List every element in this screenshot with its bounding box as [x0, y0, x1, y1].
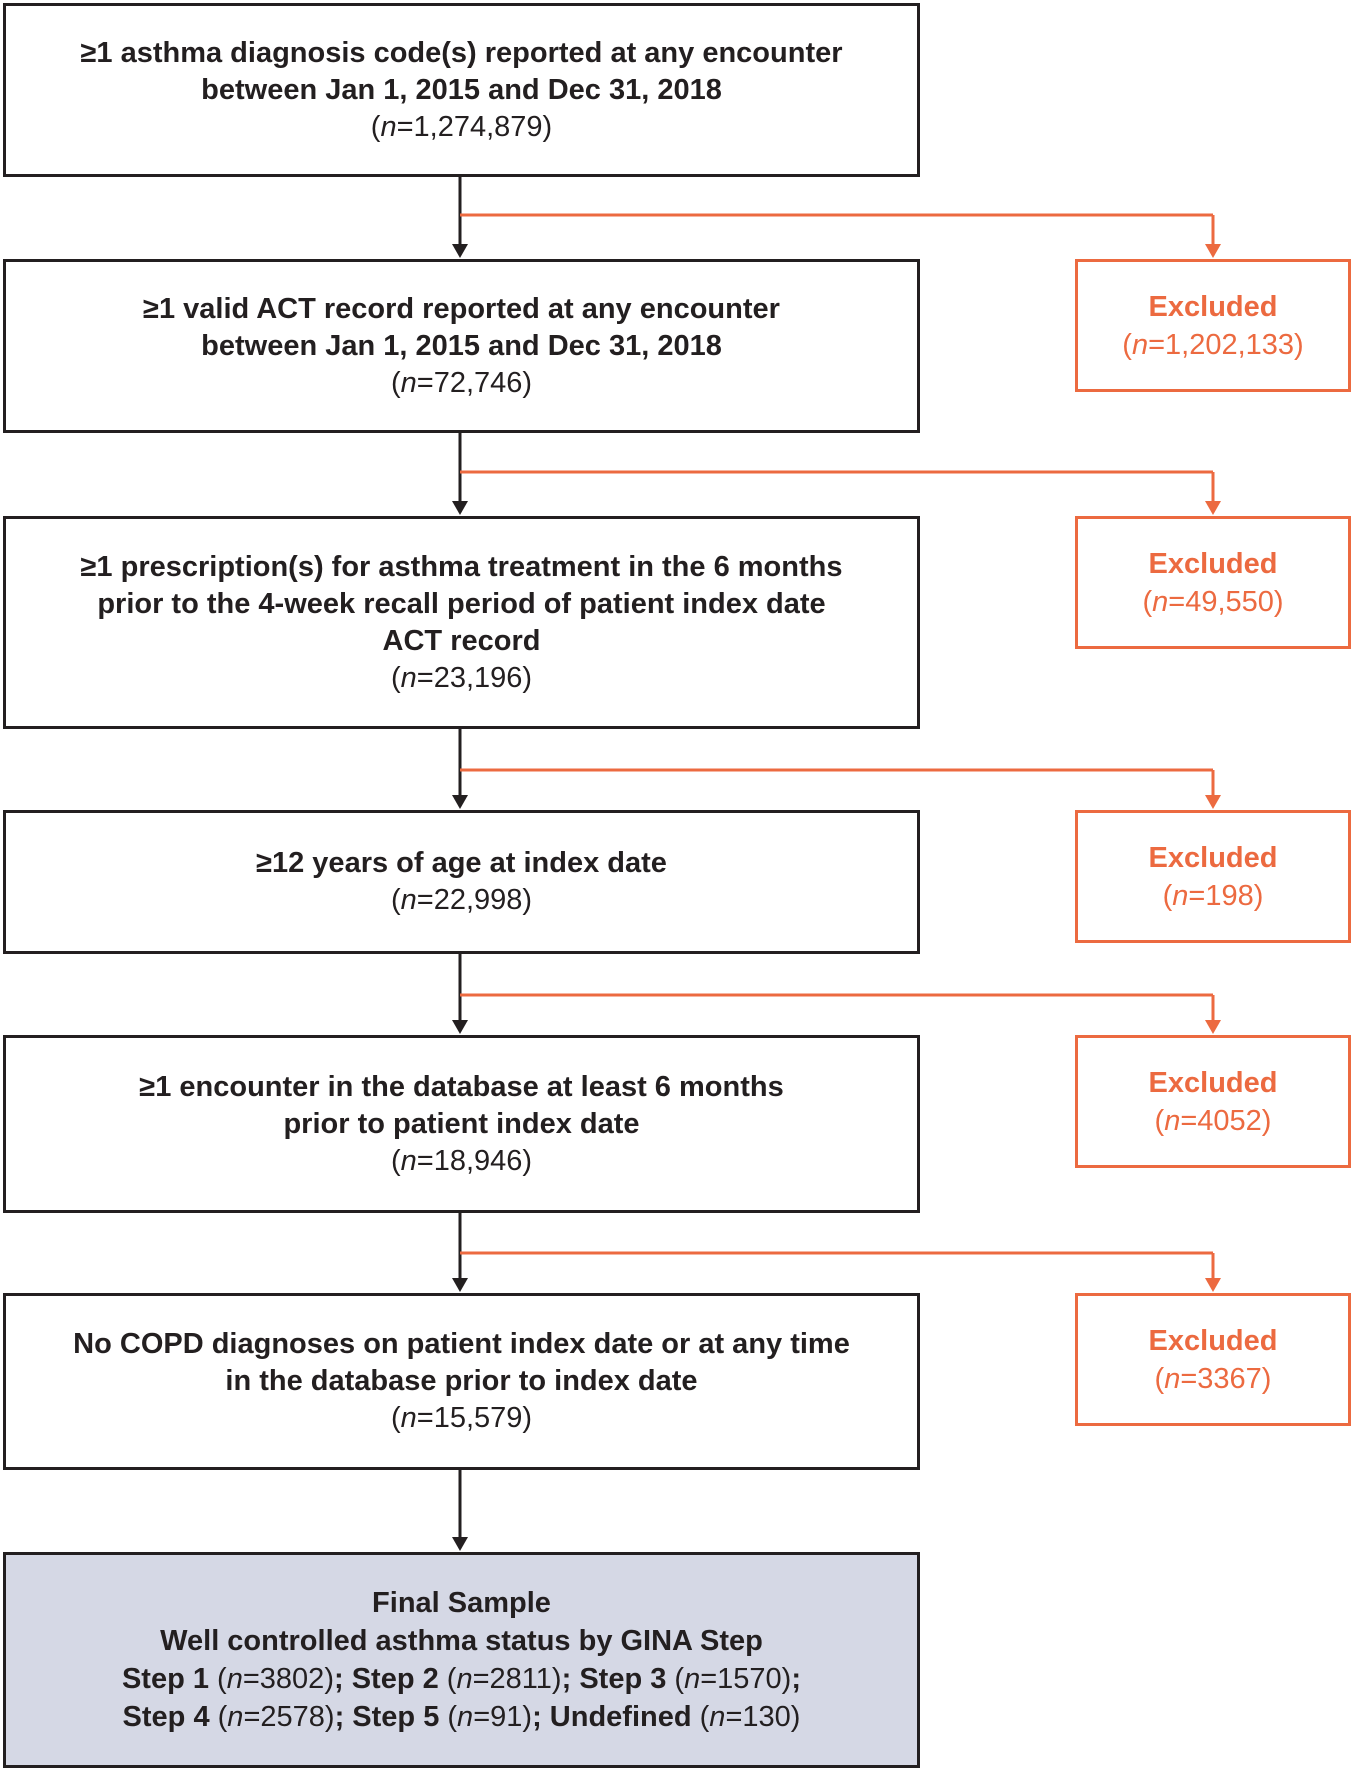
step-5-n: 18,946 [433, 1144, 523, 1177]
n-symbol: n [400, 366, 417, 399]
n-symbol: n [226, 1663, 243, 1695]
n-symbol: n [400, 661, 417, 694]
n-symbol: n [457, 1701, 474, 1733]
n-symbol: n [456, 1663, 473, 1695]
excluded-box-3: Excluded (n=198) [1075, 810, 1351, 943]
n-symbol: n [400, 1402, 417, 1434]
final-title: Final Sample [372, 1587, 551, 1619]
n-symbol: n [380, 110, 397, 143]
step-6-count: (n=15,579) [390, 1402, 533, 1434]
excluded-count: (n=4052) [1154, 1104, 1272, 1137]
flow-arrowhead [452, 501, 468, 515]
step-3-line-2: prior to the 4-week recall period of pat… [97, 587, 826, 620]
exclusion-arrowhead [1205, 1278, 1221, 1292]
n-symbol: n [1172, 879, 1189, 912]
final-subtitle: Well controlled asthma status by GINA St… [160, 1625, 763, 1657]
group-n: 2578 [260, 1701, 325, 1733]
exclusion-arrowhead [1205, 501, 1221, 515]
step-2-count: (n=72,746) [390, 366, 533, 399]
excluded-label: Excluded [1148, 1324, 1278, 1357]
step-4-line-1: ≥12 years of age at index date [256, 847, 667, 879]
final-groups-row-2: Step 4 (n=2578); Step 5 (n=91); Undefine… [122, 1701, 801, 1733]
n-symbol: n [709, 1701, 726, 1733]
n-symbol: n [1164, 1362, 1181, 1395]
excluded-5-n: 3367 [1197, 1362, 1262, 1395]
flow-arrowhead [452, 1537, 468, 1551]
n-symbol: n [1152, 585, 1169, 618]
flow-arrowhead [452, 795, 468, 809]
step-6-line-1: No COPD diagnoses on patient index date … [73, 1328, 850, 1360]
exclusion-arrowhead [1205, 244, 1221, 258]
group-n: 1570 [717, 1663, 782, 1695]
step-2-n: 72,746 [433, 366, 523, 399]
excluded-box-4: Excluded (n=4052) [1075, 1035, 1351, 1168]
flow-arrowhead [452, 1020, 468, 1034]
excluded-box-1: Excluded (n=1,202,133) [1075, 259, 1351, 392]
step-4-n: 22,998 [433, 884, 523, 916]
n-symbol: n [227, 1701, 244, 1733]
excluded-count: (n=198) [1162, 879, 1264, 912]
step-3-line-3: ACT record [382, 624, 541, 657]
excluded-label: Excluded [1148, 547, 1278, 580]
group-label: Step 1 [121, 1663, 209, 1695]
excluded-1-n: 1,202,133 [1165, 328, 1295, 361]
step-box-1: ≥1 asthma diagnosis code(s) reported at … [3, 3, 920, 177]
step-3-count: (n=23,196) [390, 661, 533, 694]
flow-arrowhead [452, 1278, 468, 1292]
excluded-4-n: 4052 [1197, 1104, 1262, 1137]
step-5-count: (n=18,946) [390, 1144, 533, 1177]
n-symbol: n [684, 1663, 701, 1695]
group-label: Step 4 [122, 1701, 210, 1733]
excluded-count: (n=49,550) [1142, 585, 1284, 618]
step-4-count: (n=22,998) [390, 884, 533, 916]
excluded-label: Excluded [1148, 1066, 1278, 1099]
excluded-box-2: Excluded (n=49,550) [1075, 516, 1351, 649]
group-label: Step 3 [579, 1663, 667, 1695]
group-label: Step 2 [351, 1663, 439, 1695]
n-symbol: n [400, 1144, 417, 1177]
step-box-5: ≥1 encounter in the database at least 6 … [3, 1035, 920, 1213]
step-1-line-1: ≥1 asthma diagnosis code(s) reported at … [80, 36, 843, 69]
group-n: 3802 [259, 1663, 325, 1695]
step-5-line-2: prior to patient index date [283, 1107, 640, 1140]
n-symbol: n [400, 884, 417, 916]
excluded-2-n: 49,550 [1185, 585, 1274, 618]
group-label: Step 5 [352, 1701, 440, 1733]
step-3-n: 23,196 [433, 661, 523, 694]
step-2-line-2: between Jan 1, 2015 and Dec 31, 2018 [201, 329, 722, 362]
step-6-n: 15,579 [433, 1402, 523, 1434]
step-box-4: ≥12 years of age at index date (n=22,998… [3, 810, 920, 954]
step-6-line-2: in the database prior to index date [225, 1365, 698, 1397]
step-box-2: ≥1 valid ACT record reported at any enco… [3, 259, 920, 433]
step-box-3: ≥1 prescription(s) for asthma treatment … [3, 516, 920, 729]
step-3-line-1: ≥1 prescription(s) for asthma treatment … [80, 550, 843, 583]
group-n: 2811 [489, 1663, 552, 1695]
n-symbol: n [1164, 1104, 1181, 1137]
excluded-count: (n=3367) [1154, 1362, 1272, 1395]
excluded-box-5: Excluded (n=3367) [1075, 1293, 1351, 1426]
exclusion-arrowhead [1205, 795, 1221, 809]
excluded-label: Excluded [1148, 841, 1278, 874]
step-5-line-1: ≥1 encounter in the database at least 6 … [139, 1070, 784, 1103]
group-n: 130 [742, 1701, 791, 1733]
group-n: 91 [490, 1701, 523, 1733]
group-label: Undefined [549, 1701, 692, 1733]
exclusion-arrowhead [1205, 1020, 1221, 1034]
step-box-6: No COPD diagnoses on patient index date … [3, 1293, 920, 1470]
step-1-n: 1,274,879 [413, 110, 543, 143]
step-2-line-1: ≥1 valid ACT record reported at any enco… [143, 292, 780, 325]
final-groups-row-1: Step 1 (n=3802); Step 2 (n=2811); Step 3… [121, 1663, 802, 1695]
excluded-count: (n=1,202,133) [1122, 328, 1304, 361]
excluded-3-n: 198 [1205, 879, 1254, 912]
step-1-line-2: between Jan 1, 2015 and Dec 31, 2018 [201, 73, 722, 106]
flow-arrowhead [452, 244, 468, 258]
excluded-label: Excluded [1148, 290, 1278, 323]
step-1-count: (n=1,274,879) [370, 110, 553, 143]
n-symbol: n [1131, 328, 1149, 361]
final-sample-box: Final Sample Well controlled asthma stat… [3, 1552, 920, 1768]
